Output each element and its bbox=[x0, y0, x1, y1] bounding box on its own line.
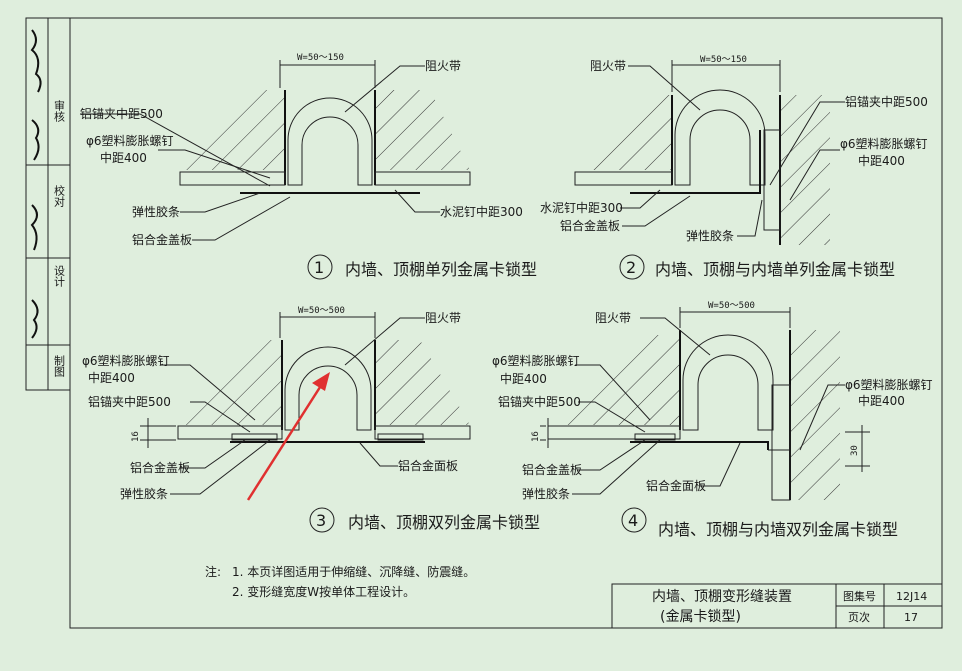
annotation-arrow bbox=[246, 372, 330, 501]
cover-plate-label: 铝合金盖板 bbox=[132, 232, 192, 247]
detail-2: W=50～150 阻火带 铝锚夹中距500 φ6塑料膨胀螺钉 中距400 水泥钉… bbox=[540, 55, 928, 280]
face-plate-label: 铝合金面板 bbox=[646, 478, 706, 493]
signature-mark bbox=[31, 299, 39, 339]
note-2: 2. 变形缝宽度W按单体工程设计。 bbox=[232, 584, 415, 599]
detail-1-caption: 内墙、顶棚单列金属卡锁型 bbox=[345, 260, 537, 279]
notes: 注: 1. 本页详图适用于伸缩缝、沉降缝、防震缝。 2. 变形缝宽度W按单体工程… bbox=[205, 564, 475, 599]
width-dimension: W=50～150 bbox=[297, 53, 344, 63]
wall-screw-label: φ6塑料膨胀螺钉 bbox=[845, 377, 933, 392]
cover-plate bbox=[630, 130, 761, 194]
screw-spacing-label: 中距400 bbox=[858, 153, 905, 168]
signature-mark bbox=[31, 119, 40, 161]
elastic-strip-label: 弹性胶条 bbox=[522, 486, 570, 501]
width-dimension: W=50～150 bbox=[700, 55, 747, 65]
face-plate bbox=[630, 441, 769, 450]
check-label: 校对 bbox=[53, 184, 66, 207]
anchor-label: 铝锚夹中距500 bbox=[498, 394, 581, 409]
detail-3-caption: 内墙、顶棚双列金属卡锁型 bbox=[348, 513, 540, 532]
nail-label: 水泥钉中距300 bbox=[440, 204, 523, 219]
cover-plate-label: 铝合金盖板 bbox=[560, 218, 620, 233]
dimension-30: 30 bbox=[850, 445, 860, 456]
elastic-strip-label: 弹性胶条 bbox=[132, 204, 180, 219]
elastic-strip-label: 弹性胶条 bbox=[120, 486, 168, 501]
screw-label: φ6塑料膨胀螺钉 bbox=[86, 133, 174, 148]
fire-band-label: 阻火带 bbox=[590, 59, 626, 73]
detail-3: W=50～500 阻火带 φ6塑料膨胀螺钉 中距400 铝锚夹中距500 铝合金… bbox=[82, 306, 540, 533]
page-label: 页次 bbox=[848, 610, 870, 624]
fire-band-label: 阻火带 bbox=[425, 311, 461, 325]
detail-4-number: 4 bbox=[628, 511, 638, 530]
face-plate-label: 铝合金面板 bbox=[398, 458, 458, 473]
detail-3-number: 3 bbox=[316, 511, 326, 530]
notes-prefix: 注: bbox=[205, 564, 221, 579]
drawing-title: 内墙、顶棚变形缝装置 bbox=[652, 589, 792, 605]
detail-1-number: 1 bbox=[314, 258, 324, 277]
elastic-strip-label: 弹性胶条 bbox=[686, 228, 734, 243]
fire-band-label: 阻火带 bbox=[595, 311, 631, 325]
note-1: 1. 本页详图适用于伸缩缝、沉降缝、防震缝。 bbox=[232, 564, 475, 579]
signature-mark bbox=[30, 29, 42, 93]
nail-label: 水泥钉中距300 bbox=[540, 200, 623, 215]
atlas-number: 12J14 bbox=[896, 590, 927, 603]
drawing-subtitle: (金属卡锁型) bbox=[660, 609, 741, 625]
width-dimension: W=50～500 bbox=[298, 306, 345, 316]
page-number: 17 bbox=[904, 611, 918, 624]
screw-spacing-label: 中距400 bbox=[100, 150, 147, 165]
drafting-label: 制图 bbox=[53, 355, 66, 378]
anchor-label: 铝锚夹中距500 bbox=[88, 394, 171, 409]
fire-barrier-band bbox=[287, 97, 373, 186]
cover-plate-label: 铝合金盖板 bbox=[522, 462, 582, 477]
anchor-label: 铝锚夹中距500 bbox=[845, 94, 928, 109]
title-block: 内墙、顶棚变形缝装置 (金属卡锁型) 图集号 12J14 页次 17 bbox=[611, 583, 943, 629]
signature-mark bbox=[30, 204, 38, 251]
width-dimension: W=50～500 bbox=[708, 301, 755, 311]
dimension-16: 16 bbox=[531, 431, 541, 442]
cover-plate-label: 铝合金盖板 bbox=[130, 460, 190, 475]
signature-strip: 审核 校对 设计 制图 bbox=[25, 17, 71, 391]
fire-barrier-band bbox=[682, 334, 774, 431]
detail-4-caption: 内墙、顶棚与内墙双列金属卡锁型 bbox=[658, 520, 898, 539]
fire-barrier-band bbox=[284, 346, 372, 431]
detail-2-number: 2 bbox=[626, 258, 636, 277]
fire-band-label: 阻火带 bbox=[425, 59, 461, 73]
screw-label: φ6塑料膨胀螺钉 bbox=[492, 353, 580, 368]
design-label: 设计 bbox=[53, 265, 66, 288]
screw-spacing-label: 中距400 bbox=[88, 370, 135, 385]
screw-spacing-label: 中距400 bbox=[500, 371, 547, 386]
detail-2-caption: 内墙、顶棚与内墙单列金属卡锁型 bbox=[655, 260, 895, 279]
detail-1: W=50～150 阻火带 铝锚夹中距500 φ6塑料膨胀螺钉 中距400 弹性胶… bbox=[80, 53, 537, 280]
wall-screw-spacing-label: 中距400 bbox=[858, 393, 905, 408]
review-label: 审核 bbox=[53, 99, 66, 123]
screw-label: φ6塑料膨胀螺钉 bbox=[82, 353, 170, 368]
fire-barrier-band bbox=[674, 89, 766, 186]
dimension-16: 16 bbox=[131, 431, 141, 442]
detail-4: W=50～500 阻火带 φ6塑料膨胀螺钉 中距400 铝锚夹中距500 φ6塑… bbox=[492, 301, 933, 539]
anchor-label: 铝锚夹中距500 bbox=[80, 106, 163, 121]
screw-label: φ6塑料膨胀螺钉 bbox=[840, 136, 928, 151]
atlas-label: 图集号 bbox=[843, 589, 876, 603]
